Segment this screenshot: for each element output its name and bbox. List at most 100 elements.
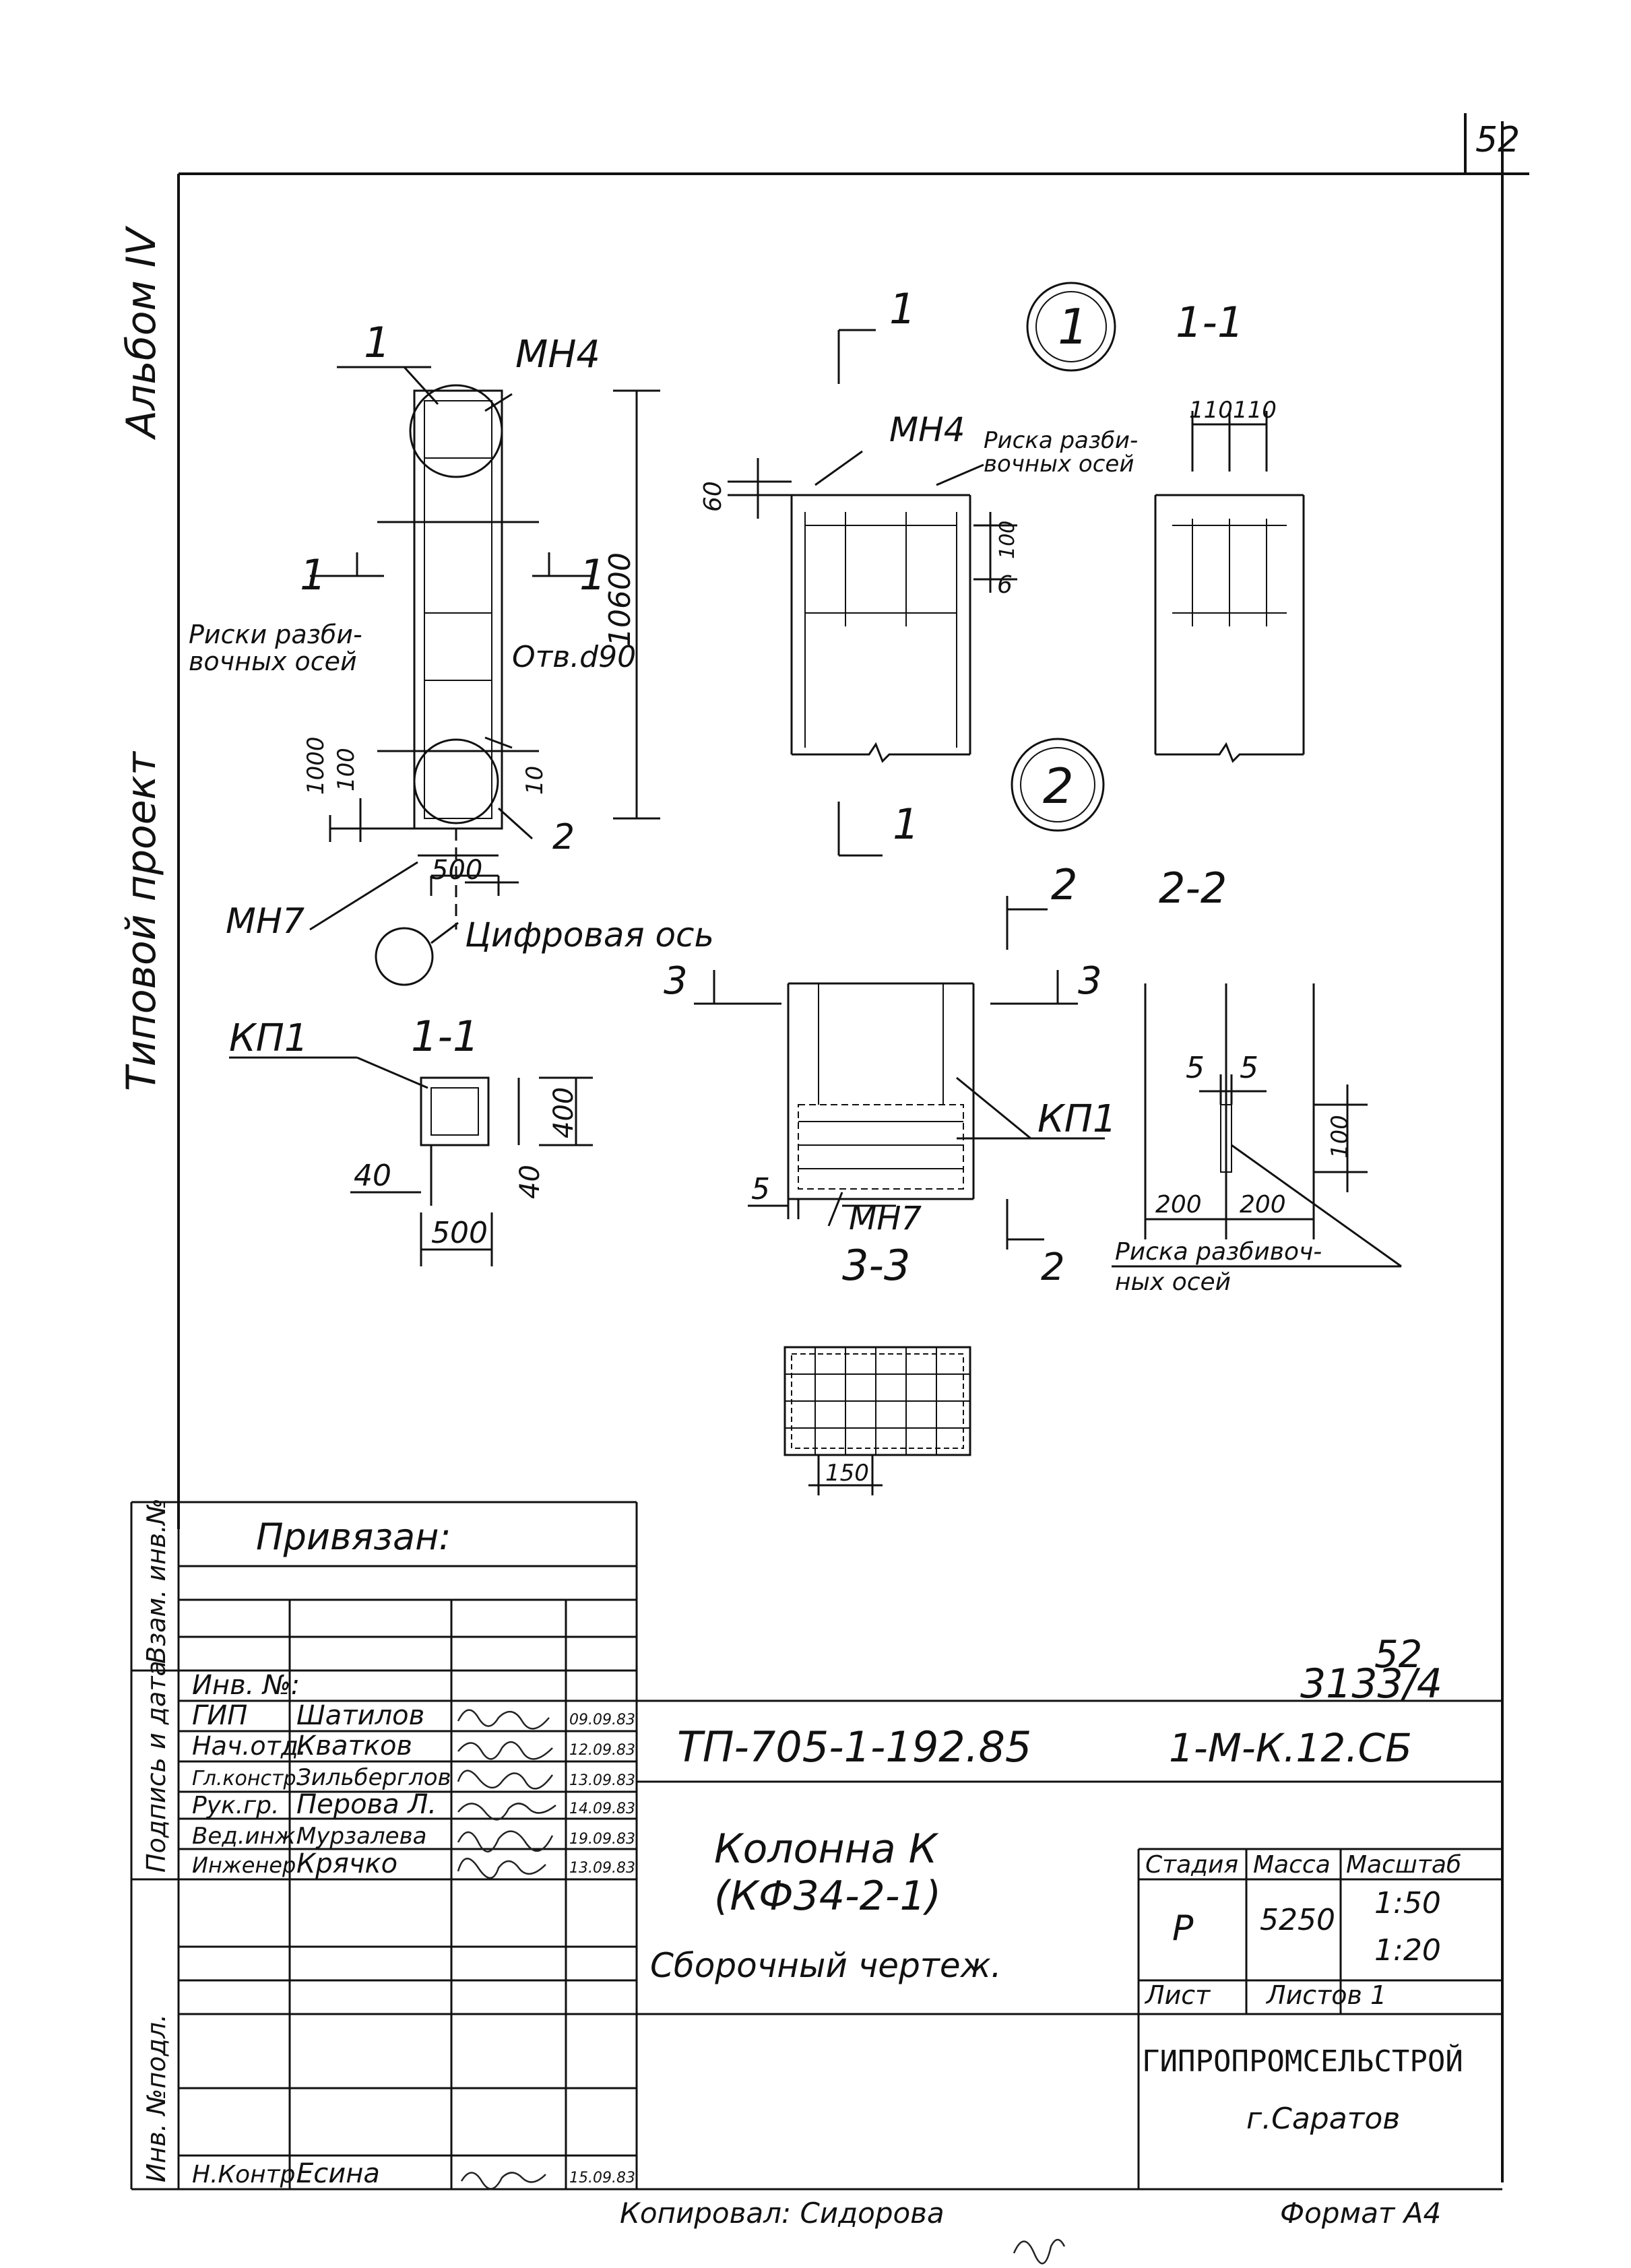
node-1-risk-line2: вочных осей [984, 451, 1134, 478]
role-lead: Вед.инж. [192, 1823, 302, 1850]
name-chief: Зильберглов [296, 1764, 451, 1791]
section-3-right: 3 [1078, 959, 1102, 1003]
node-2-callout-circle [413, 738, 499, 824]
tb-scale-header: Масштаб [1346, 1851, 1461, 1879]
tb-project-code: ТП-705-1-192.85 [677, 1722, 1031, 1772]
dim-100-node1: 100 [996, 521, 1019, 559]
node-1-title: 1-1 [1176, 298, 1244, 347]
risks-label-line1: Риски разби- [189, 620, 362, 649]
dim-200a: 200 [1155, 1191, 1202, 1219]
dim-5a: 5 [1186, 1051, 1205, 1085]
tb-name-1: Колонна К [714, 1825, 939, 1873]
role-engineer: Инженер [192, 1852, 296, 1878]
callout-2: 2 [552, 817, 575, 857]
dim-110b: 110 [1233, 397, 1277, 424]
tb-name-2: (КФ34-2-1) [714, 1873, 941, 1920]
hole-label: Отв.d90 [512, 640, 636, 674]
dim-400: 400 [548, 1087, 579, 1138]
title-3-3: 3-3 [842, 1241, 910, 1290]
dim-1000: 1000 [302, 736, 329, 795]
mark-kp1-left: КП1 [229, 1016, 309, 1060]
node-1-section-mark: 1 [889, 284, 916, 333]
role-gip: ГИП [192, 1700, 247, 1731]
dim-110a: 110 [1189, 397, 1233, 424]
signature-1 [457, 1709, 550, 1730]
node-1-risk-line1: Риска разби- [984, 427, 1138, 454]
node-2-title: 2-2 [1159, 864, 1227, 913]
tb-city: г.Саратов [1246, 2102, 1400, 2136]
date-lead: 19.09.83 [569, 1831, 635, 1848]
node-1-callout-circle [409, 384, 503, 478]
tb-sheet-no: 52 [1374, 1633, 1422, 1677]
dim-60: 60 [699, 481, 727, 512]
mark-mn4-node: МН4 [889, 410, 965, 449]
dim-100-elev: 100 [333, 748, 360, 791]
left-table-text: Привязан: Инв. №подл. Подпись и дата Вза… [141, 1498, 635, 2189]
name-head: Кватков [296, 1730, 412, 1761]
section-1-1-left-labels: 1-1 КП1 40 40 400 500 [229, 1012, 579, 1250]
signature-5 [457, 1830, 554, 1852]
dim-150: 150 [825, 1460, 869, 1487]
tb-sheets-header: Листов 1 [1265, 1980, 1386, 2010]
date-head: 12.09.83 [569, 1742, 635, 1759]
side-label-album: Альбом IV [118, 226, 165, 441]
section-3-left: 3 [664, 959, 688, 1003]
dim-5b: 5 [1240, 1051, 1258, 1085]
tb-stage-header: Стадия [1145, 1851, 1238, 1879]
tb-mass-header: Масса [1253, 1851, 1331, 1879]
sheet-frame [177, 113, 1529, 2182]
tb-sheet-header: Лист [1144, 1980, 1211, 2010]
tb-drawing-code: 1-М-К.12.СБ [1169, 1725, 1412, 1771]
left-table-grid [130, 1501, 1502, 2191]
name-norm: Есина [296, 2158, 380, 2189]
section-mark-1-right: 1 [579, 550, 606, 600]
section-1-1-left-title: 1-1 [411, 1012, 479, 1061]
tb-scale-2: 1:20 [1374, 1933, 1441, 1968]
role-norm: Н.Контр. [192, 2161, 303, 2189]
page-number: 52 [1475, 120, 1520, 160]
vertical-label-inv: Инв. №подл. [141, 2014, 171, 2182]
risks-label-line2: вочных осей [189, 647, 357, 676]
name-group: Перова Л. [296, 1789, 437, 1820]
role-chief: Гл.констр. [192, 1767, 302, 1790]
vertical-label-sign: Подпись и дата [141, 1660, 171, 1873]
tb-org: ГИПРОПРОМСЕЛЬСТРОЙ [1142, 2043, 1463, 2079]
section-mark-2-bottom: 2 [1041, 1245, 1065, 1289]
dim-10600: 10600 [603, 552, 637, 647]
section-mark-1-left: 1 [300, 550, 326, 600]
node-1-labels: 1 1 1-1 МН4 Риска разби- вочных осей 60 … [699, 284, 1277, 599]
callout-1: 1 [364, 318, 390, 367]
dim-40-left: 40 [354, 1159, 391, 1193]
column-elevation [309, 366, 660, 986]
mark-mn7-elevation: МН7 [226, 901, 305, 942]
dim-6: 6 [997, 571, 1013, 599]
date-chief: 13.09.83 [569, 1772, 635, 1789]
mark-mn7-node: МН7 [849, 1200, 922, 1237]
inv-label: Инв. №: [192, 1670, 300, 1701]
title-block-grid [637, 1780, 1502, 2189]
role-head: Нач.отд. [192, 1731, 307, 1761]
name-engineer: Крячко [296, 1848, 397, 1879]
signature-4 [457, 1803, 556, 1821]
tb-scale-1: 1:50 [1374, 1886, 1441, 1920]
tb-album-code: 3133/4 [1300, 1660, 1442, 1708]
node-2-section-mark-2: 2 [1051, 860, 1077, 909]
signature-7 [460, 2172, 546, 2190]
tb-mass: 5250 [1260, 1903, 1335, 1937]
column-elevation-labels: 1 МН4 1 1 10600 Риски разби- вочных осей… [189, 318, 714, 954]
dim-500-elev: 500 [431, 855, 482, 886]
node-2-section-mark-1: 1 [893, 800, 919, 849]
node-2-risk-line2: ных осей [1115, 1268, 1231, 1296]
axis-label: Цифровая ось [465, 915, 714, 954]
tb-format: Формат А4 [1280, 2197, 1441, 2230]
date-engineer: 13.09.83 [569, 1860, 635, 1877]
signatures [457, 1709, 1066, 2265]
node-2-circle-label: 2 [1043, 758, 1074, 814]
signature-6 [457, 1858, 546, 1879]
role-group: Рук.гр. [192, 1792, 279, 1819]
title-block-text: 52 3133/4 ТП-705-1-192.85 1-М-К.12.СБ Ко… [620, 1633, 1463, 2230]
tb-copied-by: Копировал: Сидорова [620, 2197, 945, 2230]
signature-2 [457, 1741, 553, 1760]
node-2 [694, 738, 1402, 1495]
